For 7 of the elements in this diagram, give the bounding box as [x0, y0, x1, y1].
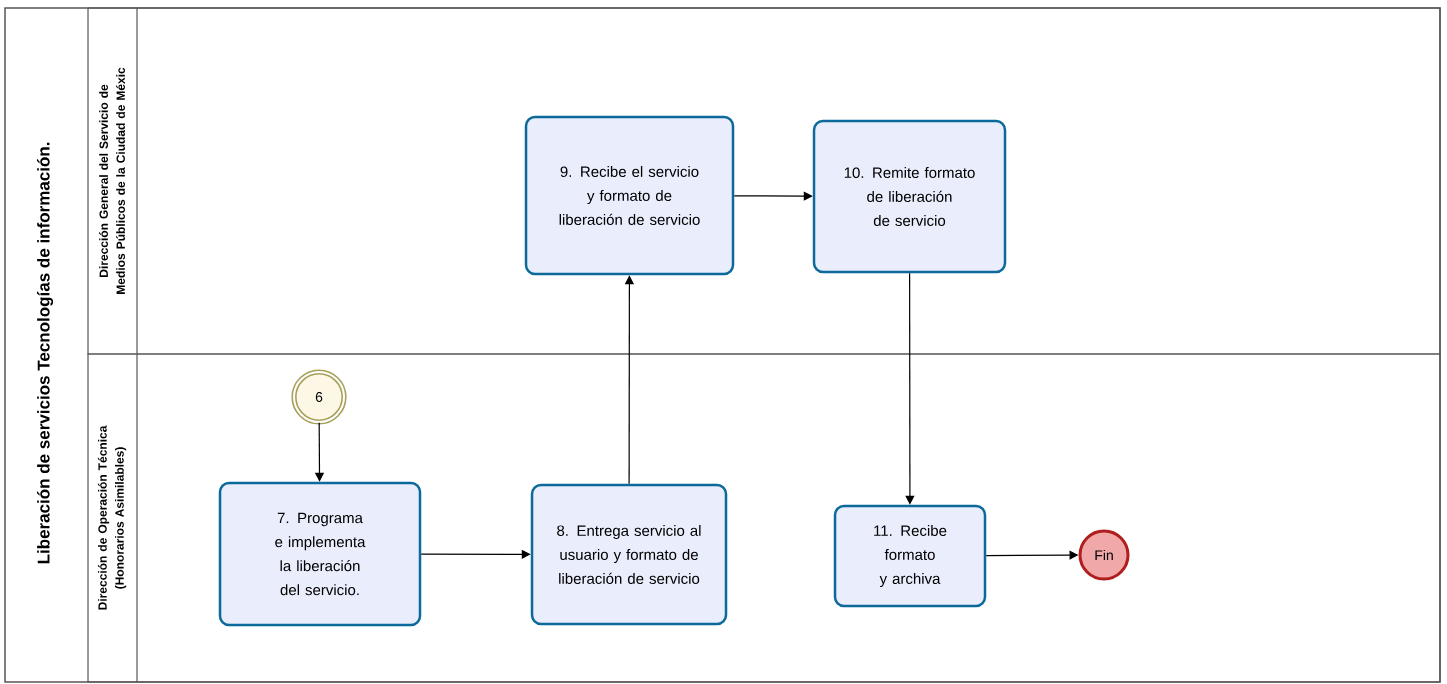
task-box: 7. Programa e implementa la liberación del servicio.	[218, 481, 422, 627]
end-event: Fin	[1078, 529, 1130, 581]
task-box: 11. Recibe formato y archiva	[833, 504, 987, 608]
task-box: 8. Entrega servicio al usuario y formato de liberación de servicio	[530, 483, 728, 626]
task-box: 10. Remite formato de liberación de servicio	[812, 119, 1007, 274]
task-box: 9. Recibe el servicio y formato de liberación de servicio	[524, 115, 735, 276]
intermediate-event: 6	[291, 369, 347, 425]
